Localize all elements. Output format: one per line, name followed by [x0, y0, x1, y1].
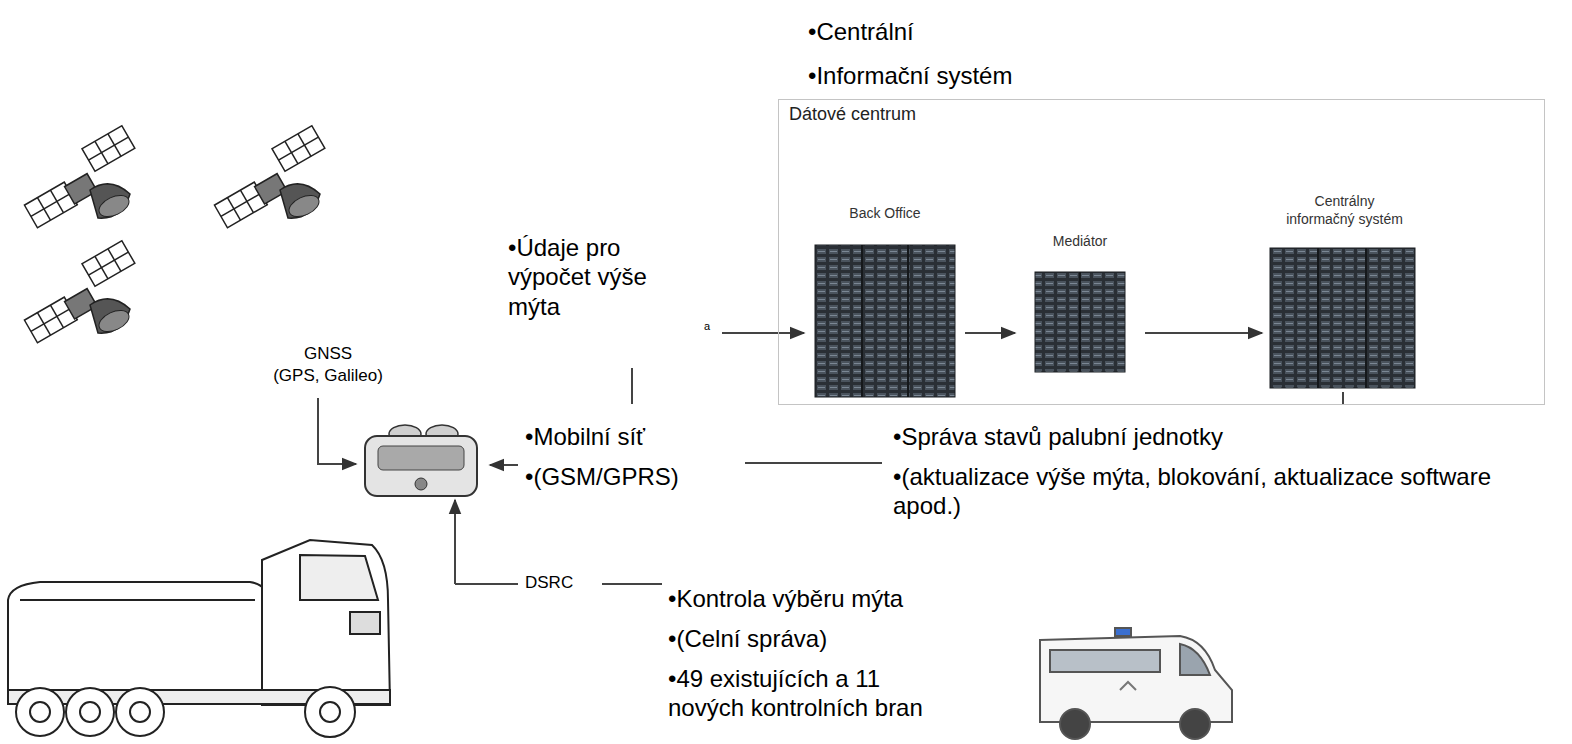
- server-node: Mediátor: [1015, 233, 1145, 375]
- satellite: [24, 126, 134, 228]
- gnss-label: (GPS, Galileo): [258, 366, 398, 387]
- data-center-box: Dátové centrumBack OfficeMediátor Centrál…: [778, 99, 1545, 405]
- server-node: Centrálny informačný systém: [1262, 193, 1427, 390]
- heading-label: •Centrální: [808, 17, 914, 46]
- server-title: Mediátor: [1015, 233, 1145, 251]
- server-rack: [1035, 272, 1125, 372]
- server-rack: [815, 245, 955, 397]
- flow-arrow: [965, 332, 1015, 334]
- flow-label: •Údaje pro výpočet výše mýta: [508, 233, 688, 321]
- network-label: •(GSM/GPRS): [525, 462, 679, 491]
- customs-van: [1040, 628, 1232, 739]
- server-title: Back Office: [820, 205, 950, 223]
- management-label: •(aktualizace výše mýta, blokování, aktu…: [893, 462, 1558, 521]
- gnss-label: GNSS: [258, 344, 398, 365]
- server-node: Back Office: [805, 205, 965, 400]
- enforcement-label: •(Celní správa): [668, 624, 827, 653]
- server-title: Centrálny informačný systém: [1280, 193, 1410, 228]
- stray-glyph: a: [704, 320, 710, 333]
- on-board-unit: [365, 425, 477, 496]
- box-title: Dátové centrum: [779, 100, 1544, 130]
- management-label: •Správa stavů palubní jednotky: [893, 422, 1223, 451]
- flow-arrow: [1145, 332, 1262, 334]
- network-label: •Mobilní síť: [525, 422, 645, 451]
- satellite: [24, 241, 134, 343]
- satellite: [214, 126, 324, 228]
- heading-label: •Informační systém: [808, 61, 1012, 90]
- dsrc-label: DSRC: [522, 573, 576, 594]
- enforcement-label: •49 existujících a 11 nových kontrolních…: [668, 664, 958, 723]
- server-rack: [1270, 248, 1415, 388]
- leader-line: [318, 333, 1343, 584]
- enforcement-label: •Kontrola výběru mýta: [668, 584, 903, 613]
- truck: [8, 540, 390, 737]
